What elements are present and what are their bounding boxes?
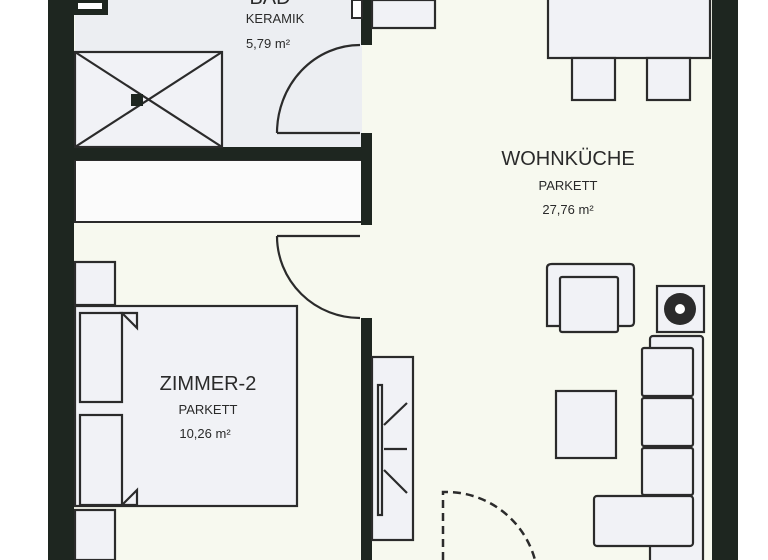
tv-rays — [383, 402, 408, 494]
bath-name: BAD — [249, 0, 290, 9]
sofa-chaise — [592, 494, 695, 548]
shower-cross — [74, 51, 223, 148]
living-floor-type: PARKETT — [539, 178, 598, 193]
wall-right — [712, 0, 738, 560]
wall-bath-bottom — [72, 147, 372, 160]
bed-corners — [119, 311, 139, 507]
coffee-table — [554, 389, 618, 460]
wall-bath-right-lower — [361, 133, 372, 225]
sofa-cushion — [640, 346, 695, 398]
tv — [376, 383, 384, 517]
drain-icon — [131, 94, 143, 106]
wall-zimmer-right — [361, 318, 372, 560]
bath-floor-type: KERAMIK — [246, 11, 305, 26]
wall-left — [48, 0, 74, 560]
zimmer-door[interactable] — [275, 234, 361, 320]
plant-center — [675, 304, 685, 314]
armchair-seat — [558, 275, 620, 334]
living-name: WOHNKÜCHE — [501, 148, 634, 170]
dining-chair — [645, 56, 692, 102]
wardrobe-strip — [74, 159, 363, 223]
pillow — [78, 311, 124, 404]
bath-area: 5,79 m² — [246, 36, 291, 51]
bath-door[interactable] — [275, 43, 361, 135]
nightstand — [73, 508, 117, 560]
sofa-cushion — [640, 446, 695, 497]
sofa-cushion — [640, 396, 695, 448]
bath-niche — [351, 0, 363, 19]
zimmer-area: 10,26 m² — [179, 426, 231, 441]
pillow — [78, 413, 124, 507]
wall-bath-right-upper — [361, 0, 372, 45]
shaft-box — [72, 0, 108, 15]
nightstand — [73, 260, 117, 307]
zimmer-name: ZIMMER-2 — [160, 373, 257, 395]
entry-door-swing[interactable] — [441, 490, 537, 560]
kitchen-cabinet — [370, 0, 437, 30]
zimmer-floor-type: PARKETT — [179, 402, 238, 417]
living-area: 27,76 m² — [542, 202, 594, 217]
dining-chair — [570, 56, 617, 102]
dining-table — [546, 0, 712, 60]
